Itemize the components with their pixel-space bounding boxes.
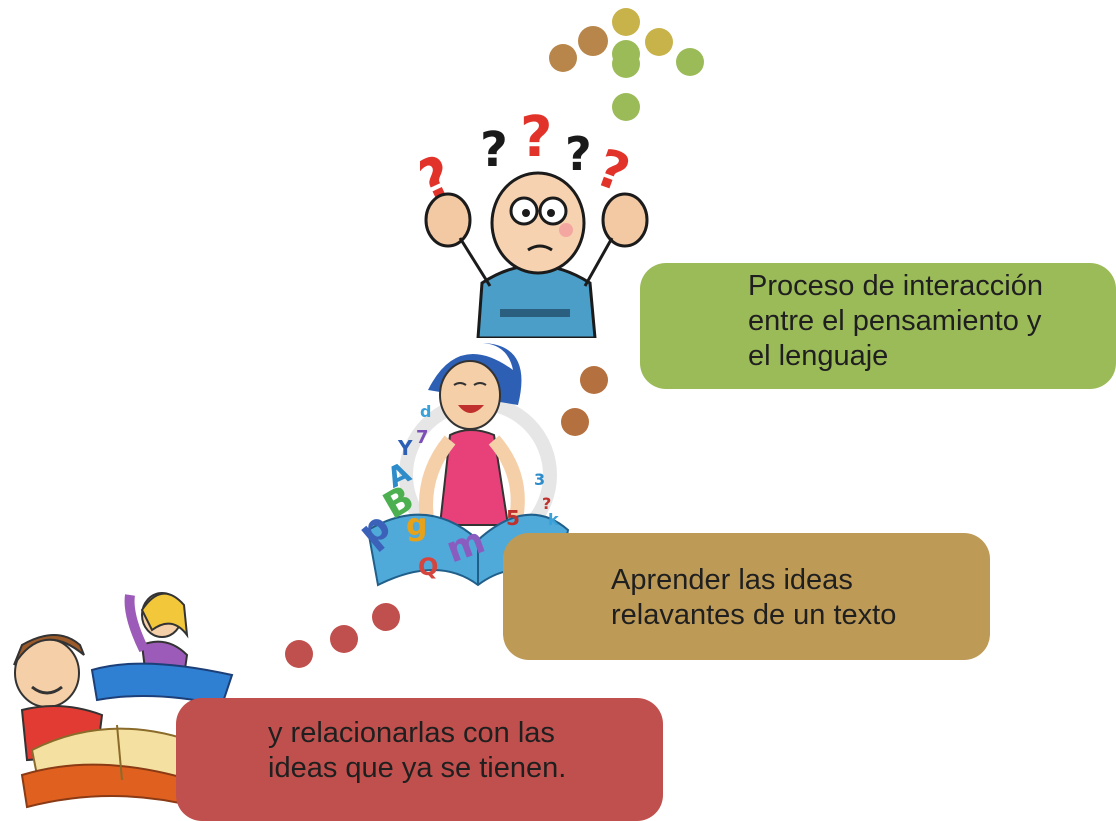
dot [580,366,608,394]
step-text: Proceso de interacción entre el pensamie… [748,270,1043,372]
step-box-1: Proceso de interacción entre el pensamie… [640,263,1116,389]
letter: Y [397,436,413,460]
letter: 3 [534,470,545,489]
dot [285,640,313,668]
confused-man-icon: ? ? ? ? ? [420,108,649,338]
dot [612,93,640,121]
letter: d [420,402,431,421]
girl-reading-book-icon: p B g A Y 7 d m Q k ? 5 3 [358,343,570,587]
dot [612,50,640,78]
dot [561,408,589,436]
dot [645,28,673,56]
children-flying-books-icon [13,592,234,809]
dot [330,625,358,653]
question-mark: ? [565,127,592,181]
step-box-2: Aprender las ideas relavantes de un text… [503,533,990,660]
letter: 7 [416,427,429,448]
letter: g [406,508,427,543]
dot [372,603,400,631]
dot [612,8,640,36]
step-text: Aprender las ideas relavantes de un text… [611,564,897,631]
dot [549,44,577,72]
step-text: y relacionarlas con las ideas que ya se … [268,717,567,784]
dot [676,48,704,76]
step-box-3: y relacionarlas con las ideas que ya se … [176,698,663,821]
letter: ? [542,494,551,513]
question-mark: ? [520,108,552,170]
letter: k [548,510,559,529]
dot [578,26,608,56]
letter: Q [418,553,438,581]
letter: 5 [506,506,520,530]
question-mark: ? [480,122,508,178]
